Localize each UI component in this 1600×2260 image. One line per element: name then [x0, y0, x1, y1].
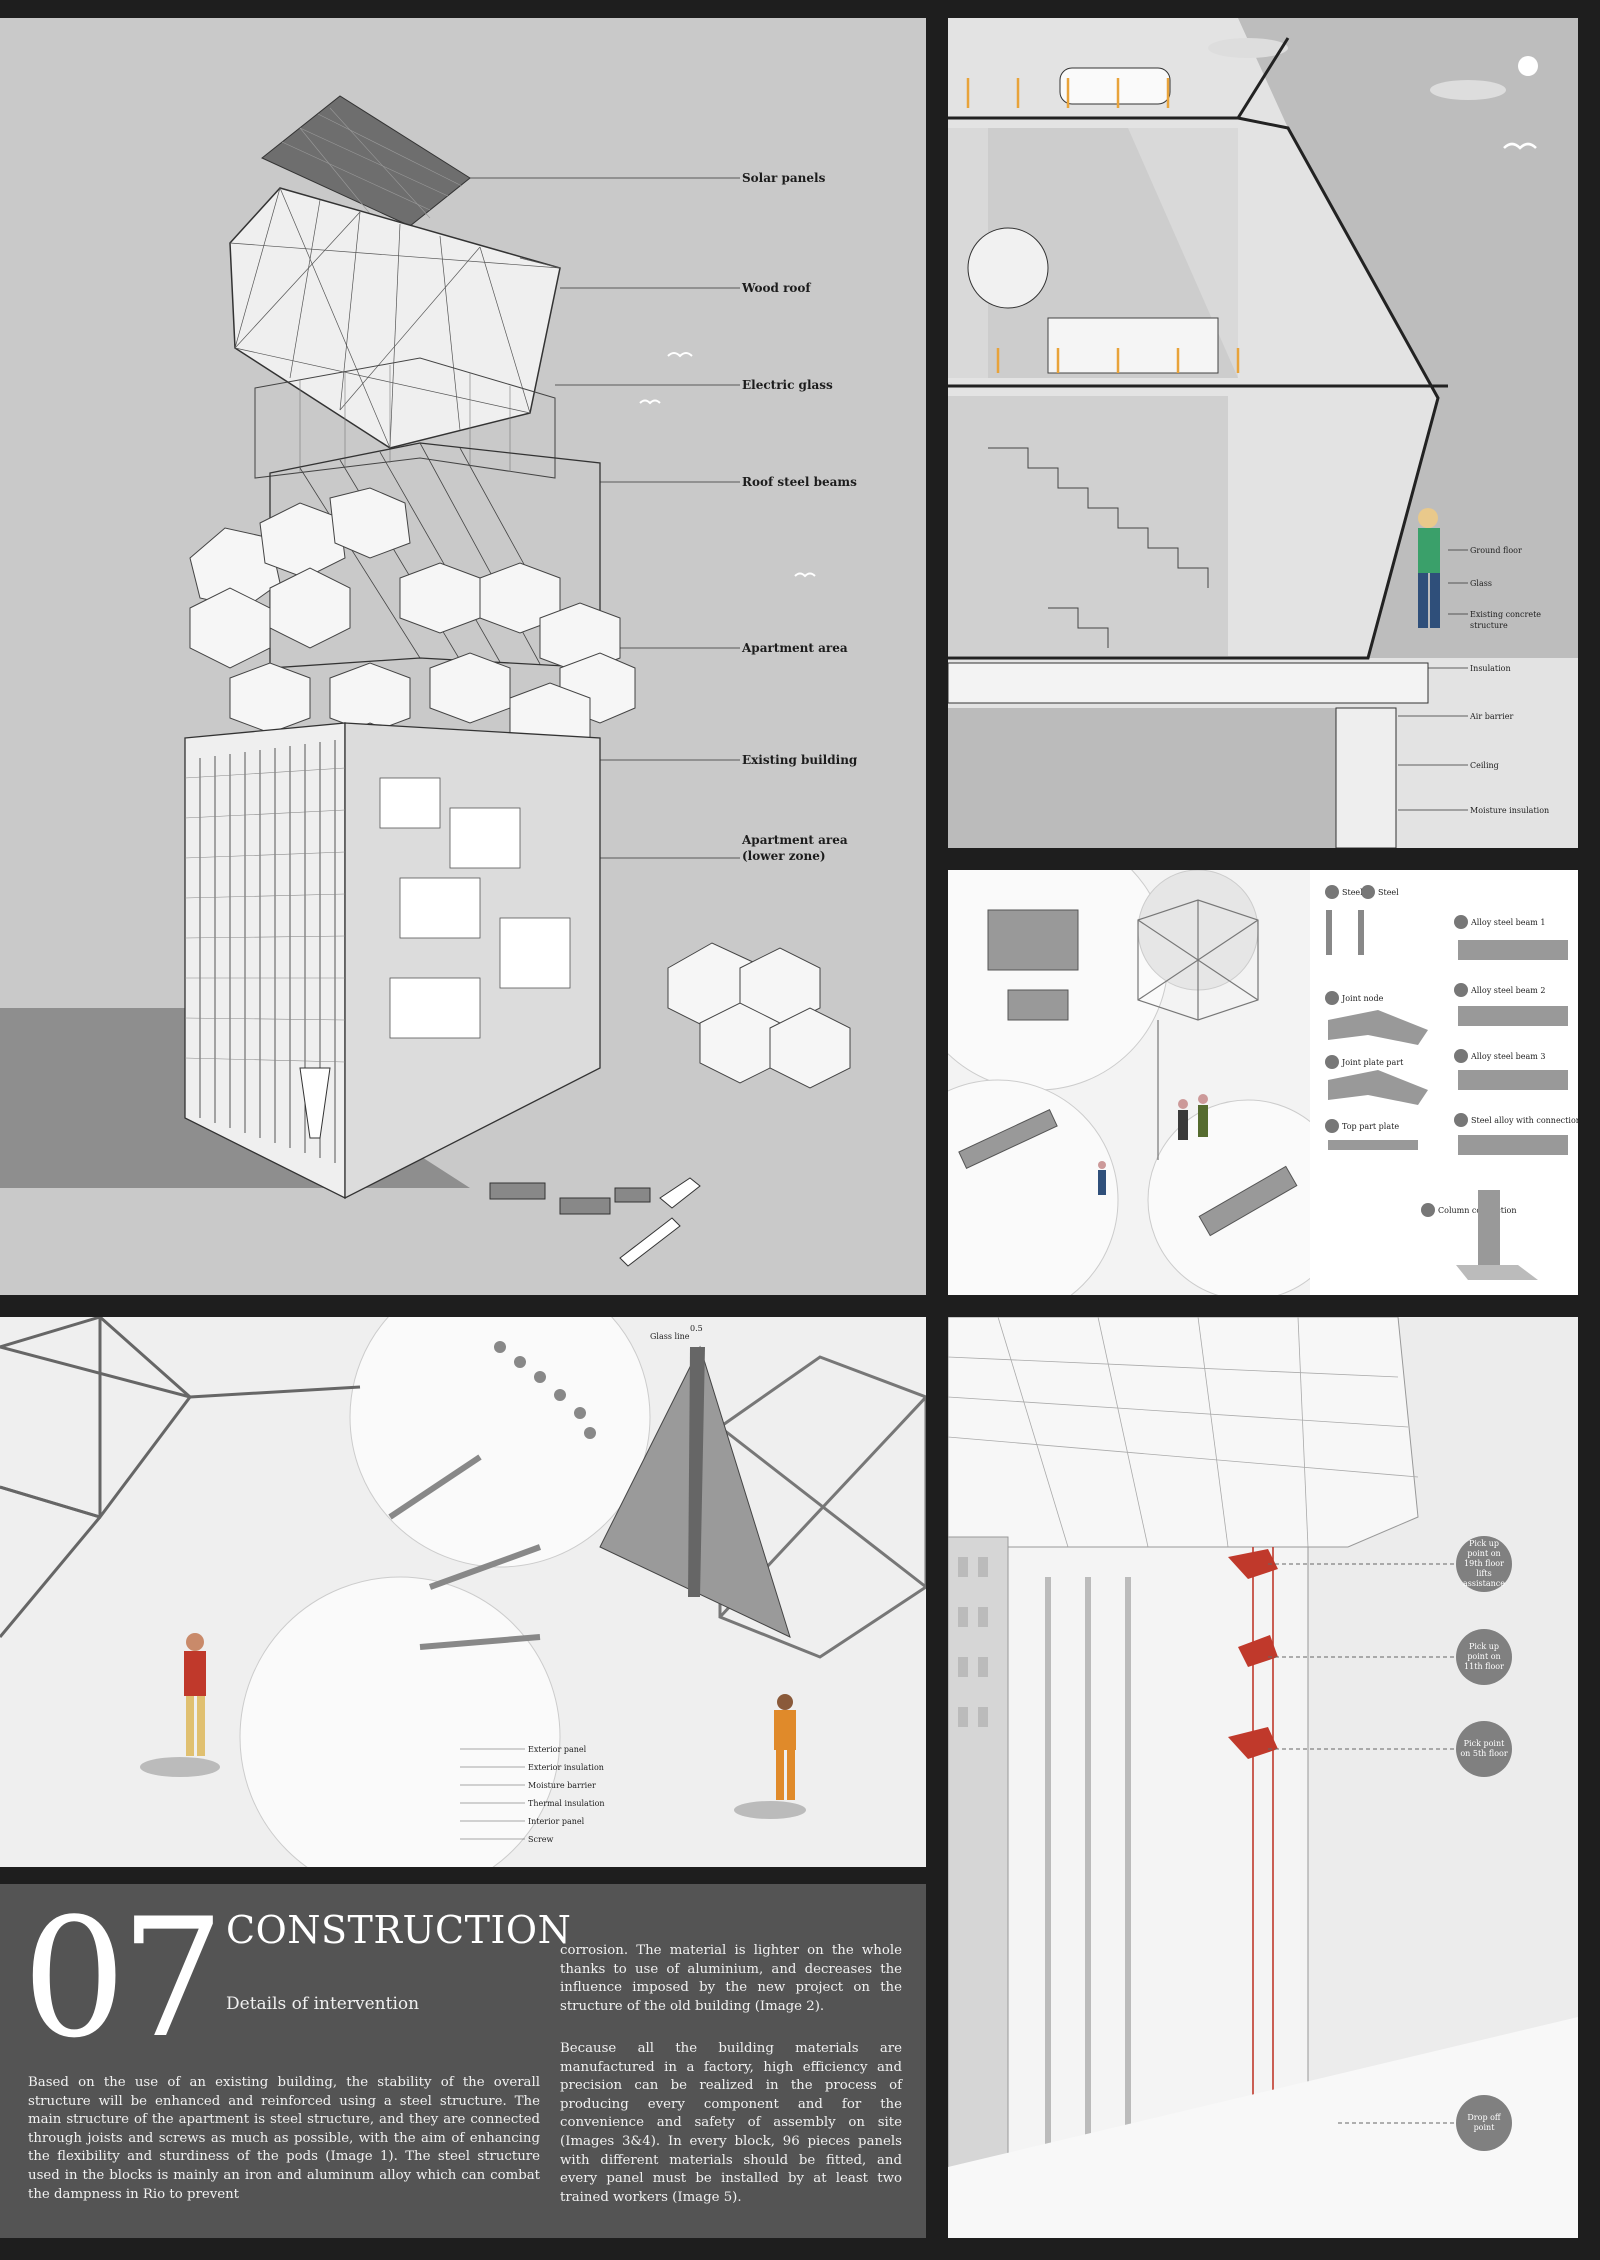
pod-underside	[948, 1317, 1419, 1548]
street	[948, 2017, 1578, 2238]
lower-pod-cluster	[667, 942, 851, 1089]
section-detail-drawing: Ground floor Glass Existing concrete str…	[948, 18, 1578, 848]
label-moisture-insulation: Moisture insulation	[1470, 806, 1549, 815]
label-electric-glass: Electric glass	[742, 378, 833, 392]
component-2-label: Steel	[1378, 888, 1399, 897]
sky	[1238, 18, 1578, 658]
bird-icon	[667, 352, 693, 358]
concrete-slab	[948, 662, 1429, 704]
person-figure-left	[140, 1633, 220, 1777]
label-apartment-area-lower: Apartment area	[741, 833, 848, 847]
electric-glass-layer	[254, 357, 556, 479]
detail-bubble	[239, 1576, 561, 1867]
dim-label-thickness: 0.5	[690, 1324, 703, 1333]
tag-pickup-11th: Pick up point on 11th floor	[1456, 1629, 1512, 1685]
layer-label-6: Screw	[528, 1835, 554, 1844]
planters	[489, 1177, 701, 1267]
neighbor-building	[948, 1536, 1009, 2238]
exploded-axonometric-drawing: Solar panels Wood roof Electric glass Ro…	[0, 95, 858, 1267]
label-glass: Glass	[1470, 579, 1492, 588]
facade-outline	[948, 116, 1440, 660]
components-panel: Steel Steel Joint node Joint plate part …	[948, 870, 1578, 1295]
panel-detail-drawing: Exterior panel Exterior insulation Moist…	[0, 1317, 926, 1867]
layer-label-1: Exterior panel	[528, 1745, 587, 1754]
steel-joints	[958, 909, 1298, 1237]
wall-column	[1335, 707, 1397, 848]
label-existing-building: Existing building	[742, 753, 858, 767]
component-1-label: Steel	[1342, 888, 1363, 897]
steel-frame-structure	[1137, 899, 1259, 1160]
leader-lines	[470, 177, 740, 859]
layer-label-5: Interior panel	[528, 1817, 585, 1826]
exploded-axonometric-panel: Solar panels Wood roof Electric glass Ro…	[0, 18, 926, 1295]
moon-icon	[1518, 56, 1538, 76]
assembly-panel: Pick up point on 19th floor lifts assist…	[948, 1317, 1578, 2238]
bird-icon	[794, 572, 816, 578]
paragraph-3: Because all the building materials are m…	[560, 2041, 902, 2205]
existing-building	[184, 722, 601, 1200]
component-7-label: Alloy steel beam 2	[1470, 986, 1546, 995]
component-3-label: Joint node	[1341, 994, 1384, 1003]
screws	[388, 1454, 542, 1650]
cloud	[1430, 80, 1506, 100]
tag-pickup-19th: Pick up point on 19th floor lifts assist…	[1456, 1536, 1512, 1592]
component-10-label: Column connection	[1438, 1206, 1517, 1215]
bathtub	[1059, 67, 1171, 105]
component-9-label: Steel alloy with connection	[1471, 1116, 1578, 1125]
label-solar-panels: Solar panels	[742, 171, 826, 185]
section-detail-panel: Ground floor Glass Existing concrete str…	[948, 18, 1578, 848]
staircase	[988, 447, 1209, 648]
steel-lattice-left	[0, 1317, 361, 1638]
plant	[967, 227, 1049, 309]
tag-pickup-5th: Pick point on 5th floor	[1456, 1721, 1512, 1777]
bird-icon	[1503, 142, 1537, 150]
label-ceiling: Ceiling	[1470, 761, 1499, 770]
section-subtitle: Details of intervention	[226, 1994, 420, 2014]
component-4-label: Joint plate part	[1341, 1058, 1404, 1067]
assembly-drawing	[948, 1317, 1578, 2238]
detail-bubble	[349, 1317, 651, 1568]
sofa	[1047, 317, 1219, 374]
detail-bubble	[948, 1079, 1119, 1295]
component-list: Steel Steel Joint node Joint plate part …	[1325, 885, 1578, 1280]
panel-detail-panel: Exterior panel Exterior insulation Moist…	[0, 1317, 926, 1867]
dim-label-glass-line: Glass line	[650, 1332, 690, 1341]
component-6-label: Alloy steel beam 1	[1470, 918, 1546, 927]
triangular-panel	[599, 1345, 791, 1638]
construction-text-panel: 07 CONSTRUCTION Details of intervention …	[0, 1884, 926, 2238]
paragraph-1: Based on the use of an existing building…	[28, 2075, 540, 2202]
label-existing-concrete: Existing concrete	[1470, 610, 1541, 619]
paragraph-2: corrosion. The material is lighter on th…	[560, 1943, 902, 2014]
tag-leaders	[1268, 1563, 1456, 2124]
label-air-barrier: Air barrier	[1469, 712, 1514, 721]
layer-label-4: Thermal insulation	[528, 1799, 605, 1808]
component-8-label: Alloy steel beam 3	[1470, 1052, 1546, 1061]
section-title: CONSTRUCTION	[226, 1908, 572, 1952]
worker-figures	[1098, 1094, 1208, 1195]
lower-room	[948, 396, 1228, 656]
label-roof-steel-beams: Roof steel beams	[742, 475, 857, 489]
label-structure: structure	[1470, 621, 1508, 630]
lower-ceiling-zone	[948, 708, 1378, 848]
components-drawing: Steel Steel Joint node Joint plate part …	[948, 870, 1578, 1295]
label-insulation: Insulation	[1470, 664, 1511, 673]
label-wood-roof: Wood roof	[741, 281, 811, 295]
layer-label-3: Moisture barrier	[528, 1781, 596, 1790]
component-5-label: Top part plate	[1342, 1122, 1399, 1131]
section-number: 07	[22, 1884, 225, 2074]
layer-label-2: Exterior insulation	[528, 1763, 604, 1772]
label-apartment-area: Apartment area	[741, 641, 848, 655]
person-figure	[1418, 508, 1440, 628]
bird-icon	[639, 399, 661, 405]
cloud	[1208, 38, 1288, 58]
label-lower-zone: (lower zone)	[742, 849, 826, 863]
layer-callouts: Exterior panel Exterior insulation Moist…	[460, 1324, 703, 1844]
label-ground-floor: Ground floor	[1470, 546, 1522, 555]
tag-drop-off: Drop off point	[1456, 2095, 1512, 2151]
person-figure-right	[734, 1694, 806, 1819]
fixing-bolts	[494, 1341, 596, 1439]
